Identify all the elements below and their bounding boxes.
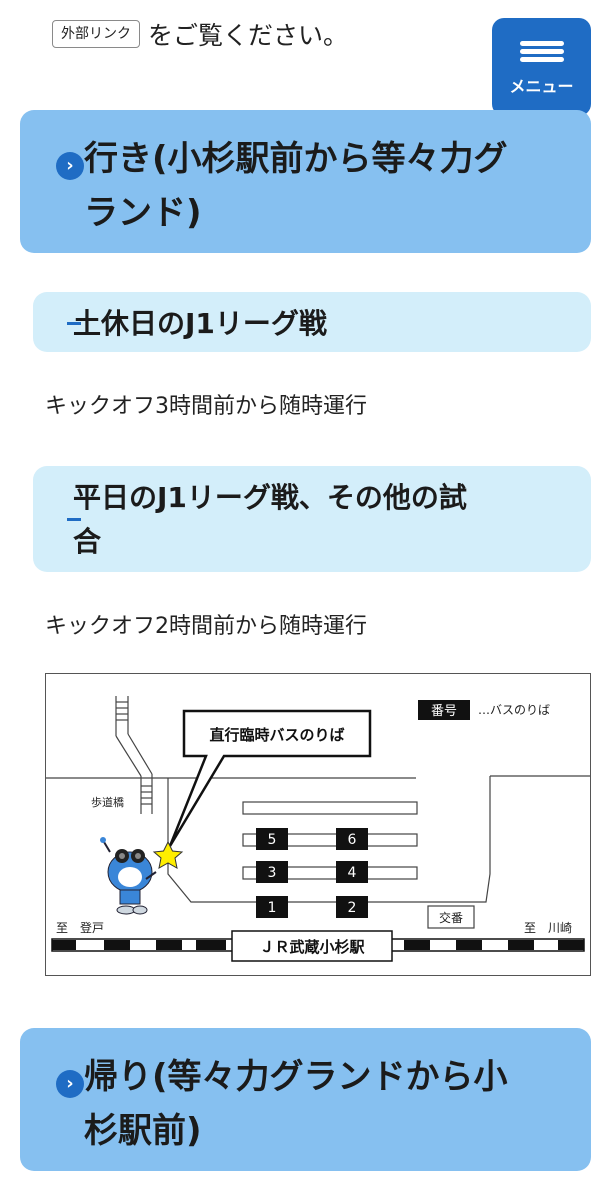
bus-stop-6: 6 [336, 828, 368, 850]
intro-line: 外部リンク をご覧ください。 [52, 14, 348, 54]
mascot-icon [100, 837, 157, 915]
koban-label: 交番 [439, 910, 463, 925]
dash-icon [67, 518, 81, 521]
heading-outbound: › 行き(小杉駅前から等々力グ ランド) [20, 110, 591, 253]
bus-stop-3: 3 [256, 861, 288, 883]
hamburger-icon [519, 38, 564, 65]
bus-stop-2: 2 [336, 896, 368, 918]
callout-text: 直行臨時バスのりば [209, 726, 344, 744]
bus-stop-4: 4 [336, 861, 368, 883]
koban-box [427, 905, 475, 929]
star-icon [152, 840, 184, 869]
station-label: ＪＲ武蔵小杉駅 [259, 938, 365, 956]
legend-number-box [418, 700, 470, 720]
heading-return: › 帰り(等々力グランドから小 杉駅前) [20, 1028, 591, 1171]
bus-stop-1: 1 [256, 896, 288, 918]
weekday-schedule-text: キックオフ2時間前から随時運行 [45, 614, 367, 639]
bus-stop-5: 5 [256, 828, 288, 850]
heading-outbound-line1: 行き(小杉駅前から等々力グ [84, 139, 508, 179]
svg-text:2: 2 [348, 900, 357, 916]
intro-text: をご覧ください。 [148, 21, 349, 50]
svg-text:6: 6 [348, 832, 357, 848]
direction-left: 至 登戸 [56, 920, 104, 935]
chevron-right-icon: › [56, 152, 84, 180]
footbridge-icon [115, 696, 153, 814]
direction-right: 至 川崎 [524, 921, 572, 935]
svg-text:4: 4 [348, 865, 357, 881]
subheading-weekday-line2: 合 [73, 525, 102, 558]
subheading-weekend: 土休日のJ1リーグ戦 [33, 292, 591, 352]
chevron-right-icon: › [56, 1070, 84, 1098]
station-box [231, 930, 393, 962]
heading-return-line1: 帰り(等々力グランドから小 [84, 1057, 508, 1097]
legend-number: 番号 [431, 704, 457, 719]
dash-icon [67, 322, 81, 325]
heading-return-line2: 杉駅前) [84, 1111, 202, 1151]
legend-text: …バスのりば [478, 703, 550, 717]
external-link-button[interactable]: 外部リンク [52, 20, 140, 48]
menu-label: メニュー [509, 76, 574, 96]
svg-text:3: 3 [268, 865, 277, 881]
weekend-schedule-text: キックオフ3時間前から随時運行 [45, 394, 367, 419]
svg-text:5: 5 [268, 832, 277, 848]
callout-bubble [168, 709, 372, 847]
svg-text:1: 1 [268, 900, 277, 916]
bus-stop-map: 番号 …バスのりば 歩道橋 [45, 673, 591, 976]
subheading-weekday-line1: 平日のJ1リーグ戦、その他の試 [73, 481, 467, 514]
heading-outbound-line2: ランド) [84, 193, 202, 233]
footbridge-label: 歩道橋 [91, 795, 124, 809]
subheading-weekday: 平日のJ1リーグ戦、その他の試 合 [33, 466, 591, 572]
menu-button[interactable]: メニュー [492, 18, 591, 116]
subheading-weekend-title: 土休日のJ1リーグ戦 [73, 307, 327, 340]
